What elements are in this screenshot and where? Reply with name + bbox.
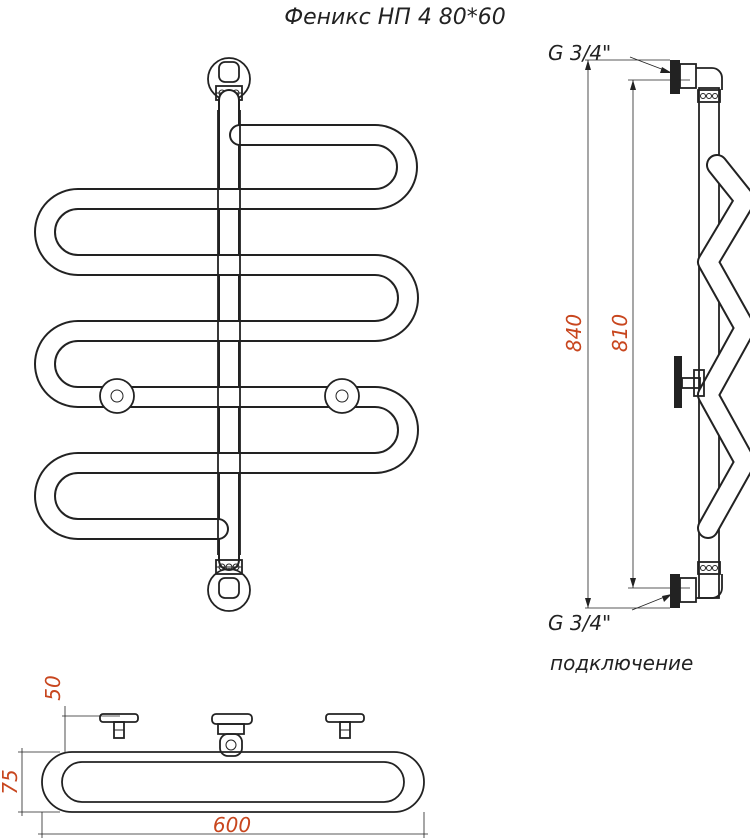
thread-callout-bottom — [631, 593, 673, 611]
side-wall-bracket — [674, 356, 705, 408]
dim-840 — [585, 59, 670, 609]
dim-840-label: 840 — [562, 314, 586, 352]
wall-bracket-right — [324, 378, 360, 414]
dim-75 — [18, 748, 60, 816]
dim-600-label: 600 — [213, 813, 251, 837]
dim-50-label: 50 — [41, 675, 65, 700]
top-view: 50 75 — [0, 675, 428, 838]
dim-810-label: 810 — [608, 314, 632, 352]
bottom-mount-bracket — [207, 559, 251, 612]
side-zigzag-tube — [697, 154, 750, 539]
thread-callout-top — [629, 56, 673, 74]
thread-label-top: G 3/4" — [548, 41, 611, 65]
dim-600 — [38, 812, 428, 838]
dim-50 — [62, 706, 120, 752]
top-loop — [41, 751, 425, 813]
top-bracket-left — [99, 713, 139, 739]
front-view — [34, 57, 419, 612]
top-center-fitting — [211, 713, 253, 757]
drawing-title: Феникс НП 4 80*60 — [284, 5, 506, 30]
dim-75-label: 75 — [0, 769, 22, 794]
thread-label-bottom: G 3/4" — [548, 611, 611, 635]
side-bottom-fitting — [670, 561, 723, 608]
side-top-fitting — [670, 60, 723, 103]
collector-overlap — [217, 110, 241, 555]
side-view: 840 810 G 3/4" G 3/4" подключение — [548, 41, 750, 675]
dim-810 — [628, 79, 690, 589]
connection-label: подключение — [550, 651, 693, 675]
top-bracket-right — [325, 713, 365, 739]
wall-bracket-left — [99, 378, 135, 414]
